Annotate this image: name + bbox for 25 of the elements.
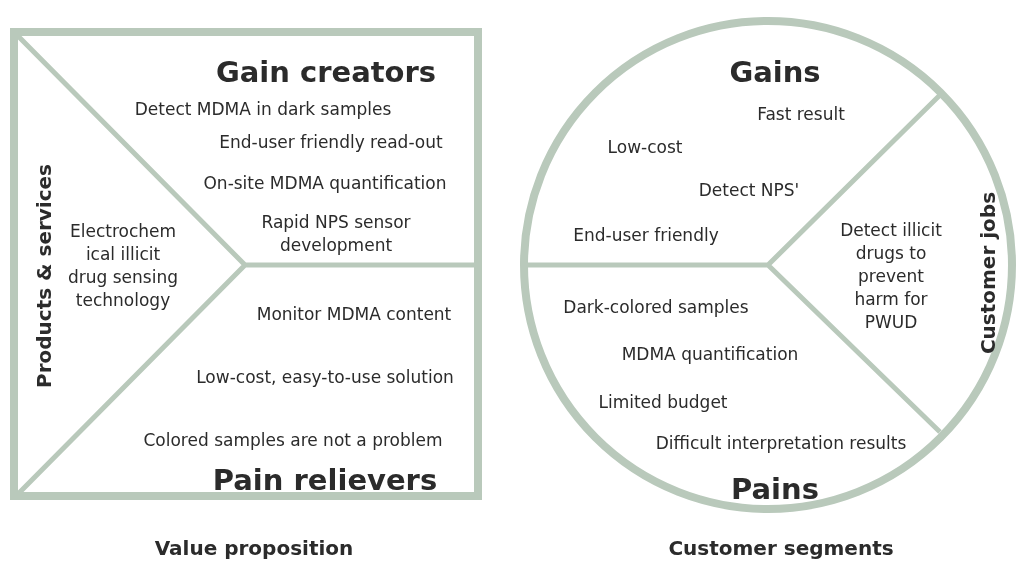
description-text: Electrochem ical illicit drug sensing technology [67,220,179,312]
item-text: Low-cost [607,135,683,159]
item-text: Colored samples are not a problem [143,428,443,452]
item-text: Detect NPS' [698,178,800,202]
item-text: On-site MDMA quantification [203,171,447,195]
canvas-caption: Value proposition [154,534,354,562]
section-heading: Customer jobs [974,191,1001,355]
item-text: Low-cost, easy-to-use solution [196,365,454,389]
item-text: Limited budget [598,390,728,414]
section-heading: Gain creators [215,54,437,92]
item-text: Detect MDMA in dark samples [134,97,392,121]
description-text: Rapid NPS sensor development [260,211,412,257]
item-text: End-user friendly [573,223,719,247]
item-text: Difficult interpretation results [655,431,907,455]
section-heading: Pains [731,471,819,509]
item-text: End-user friendly read-out [219,130,443,154]
section-heading: Products & services [30,163,57,389]
item-text: Fast result [757,102,845,126]
item-text: Dark-colored samples [563,295,749,319]
item-text: MDMA quantification [621,342,799,366]
item-text: Monitor MDMA content [256,302,452,326]
section-heading: Gains [729,54,821,92]
canvas-caption: Customer segments [668,534,894,562]
section-heading: Pain relievers [212,462,438,500]
description-text: Detect illicit drugs to prevent harm for PWUD [839,218,943,334]
